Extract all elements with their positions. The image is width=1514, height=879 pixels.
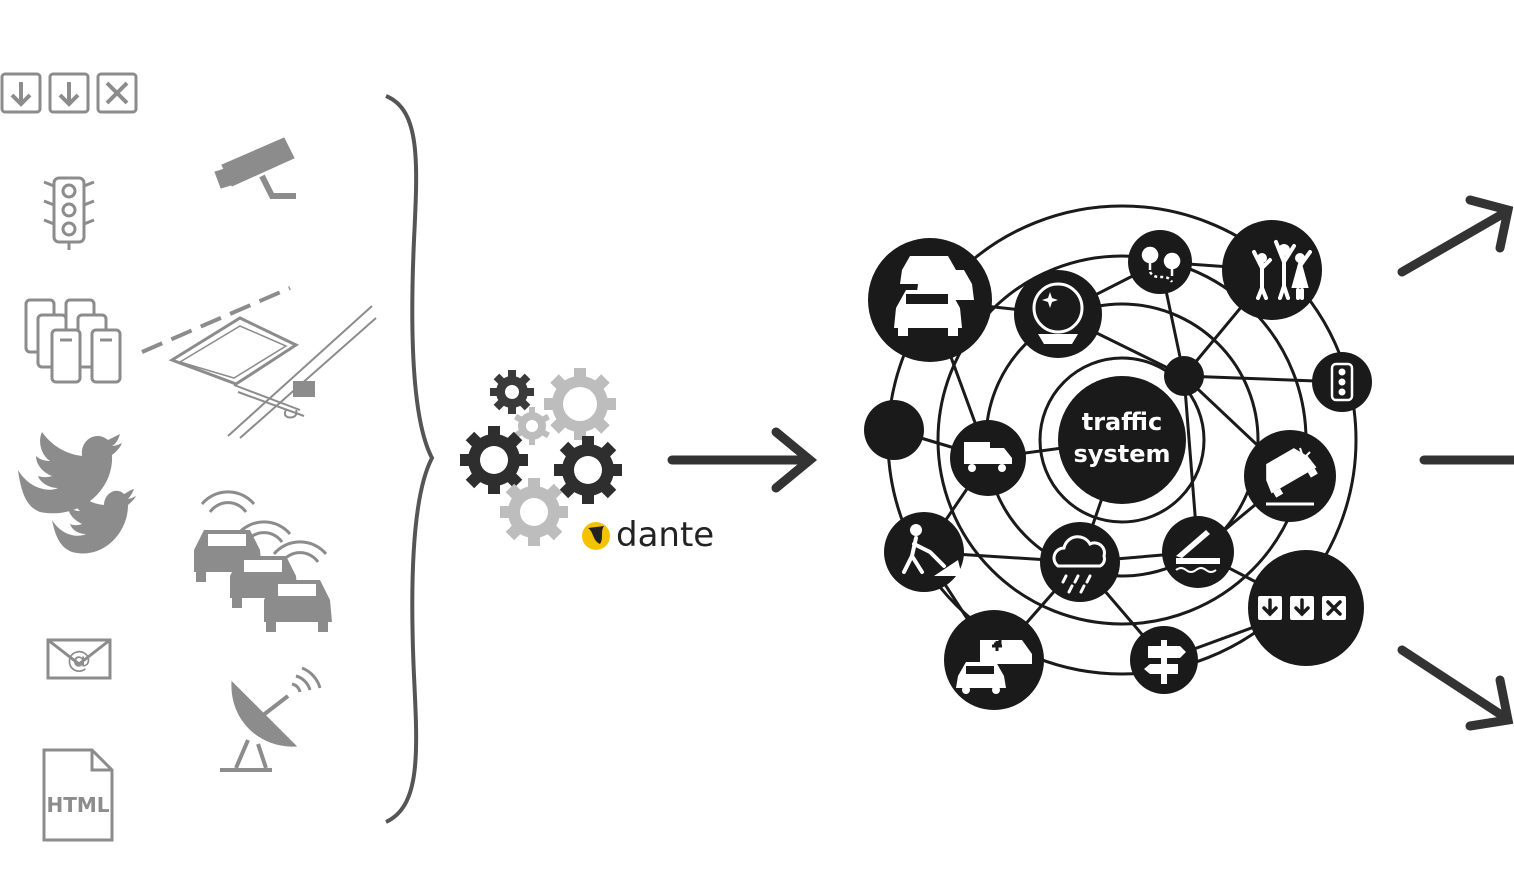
html-label: HTML (46, 793, 109, 817)
email-icon: @ (46, 638, 112, 680)
output-arrows (1397, 195, 1514, 731)
output-arrow-down (1397, 645, 1514, 731)
dante-logo: dante (582, 515, 714, 555)
direction-sign-node (1130, 626, 1198, 694)
signboard-node (1248, 550, 1364, 666)
html-document-icon: HTML (42, 748, 114, 842)
bridge-node (1162, 516, 1234, 588)
traffic-light-icon (43, 176, 95, 250)
emergency-node (944, 610, 1044, 710)
cctv-camera-icon (214, 137, 296, 199)
network-node-hub (1164, 356, 1204, 396)
crystal-ball-node (1014, 270, 1102, 358)
connected-cars-icon (194, 490, 332, 632)
truck-node (950, 420, 1026, 496)
traffic-system-core: traffic system (1058, 376, 1186, 504)
smartphones-icon (24, 298, 122, 384)
traffic-jam-node (868, 238, 992, 362)
arrow-to-system (667, 427, 818, 493)
traffic-light-node (1312, 352, 1372, 412)
core-label-line2: system (1074, 440, 1171, 468)
core-label-line1: traffic (1082, 408, 1163, 436)
network-node-left (864, 400, 924, 460)
gears-icon (460, 368, 622, 546)
satellite-dish-icon (220, 666, 322, 772)
people-node (1222, 220, 1322, 320)
output-arrow-up (1397, 195, 1514, 277)
road-works-node (884, 512, 964, 592)
twitter-icon (18, 432, 136, 554)
dante-processing: dante (460, 368, 714, 555)
dante-label: dante (616, 515, 714, 555)
weather-node (1040, 522, 1120, 602)
accident-node (1244, 430, 1336, 522)
svg-text:@: @ (67, 646, 91, 674)
route-pins-node (1128, 230, 1192, 294)
data-sources-panel: @ HTML (0, 72, 377, 842)
traffic-system-network: traffic system (864, 204, 1372, 710)
road-sensor-icon (141, 286, 377, 439)
signboard-icon (0, 72, 138, 114)
grouping-brace (385, 94, 435, 824)
